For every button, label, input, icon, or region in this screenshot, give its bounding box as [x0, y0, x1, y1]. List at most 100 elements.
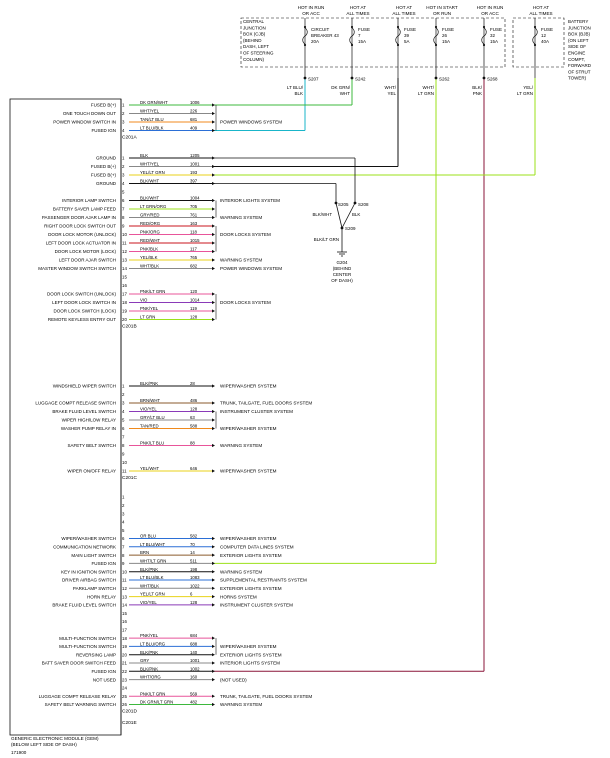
wire-color-label: LT BLU/ORG [140, 642, 166, 647]
wire-color-label: YEL [387, 91, 396, 96]
terminal-icon [482, 43, 486, 47]
wire-color-label: WHT/ORG [140, 675, 161, 680]
destination-system: SUPPLEMENTAL RESTRAINTS SYSTEM [220, 578, 307, 583]
pin-number: 3 [122, 511, 125, 516]
destination-system: WARNING SYSTEM [220, 569, 262, 574]
circuit-number: 761 [190, 213, 198, 218]
pin-label: BRAKE FLUID LEVEL SWITCH [52, 603, 116, 608]
pin-row: 9 [122, 452, 125, 457]
wire-color-label: BLK/LT GRN [314, 237, 339, 242]
destination-system: WIPER/WASHER SYSTEM [220, 426, 277, 431]
pin-number: 3 [122, 401, 125, 406]
fuse-label: 12 [541, 33, 547, 38]
terminal-icon [350, 43, 354, 47]
arrow-icon [212, 426, 215, 431]
circuit-number: 88 [190, 441, 195, 446]
pin-label: REVERSING LAMP [76, 652, 116, 657]
pin-number: 4 [122, 409, 125, 414]
arrow-icon [212, 661, 215, 665]
arrow-icon [212, 111, 215, 116]
wire-color-label: BLK/PNK [140, 567, 158, 572]
fuse-icon [395, 27, 401, 45]
pin-number: 13 [122, 594, 127, 599]
splice-label: S268 [487, 77, 498, 82]
fuse-label: 15A [358, 39, 366, 44]
wire-color-label: YEL/LT GRN [140, 592, 165, 597]
arrow-icon [212, 309, 215, 313]
circuit-number: 1205 [190, 153, 200, 158]
terminal-icon [434, 43, 438, 47]
circuit-number: 117 [190, 247, 197, 252]
arrow-icon [212, 300, 215, 305]
terminal-icon [434, 25, 438, 29]
pin-label: GROUND [96, 156, 117, 161]
pin-label: DRIVER AIRBAG SWITCH [62, 578, 116, 583]
arrow-icon [212, 418, 215, 422]
ground-point-label: OF DASH) [331, 278, 353, 283]
pin-number: 1 [122, 384, 125, 389]
pin-label: LUGGAGE COMPT RELEASE RELAY [39, 694, 116, 699]
cjb-caption: (BEHIND [243, 38, 262, 43]
circuit-number: 582 [190, 534, 198, 539]
pin-number: 17 [122, 292, 127, 297]
pin-row: 1 [122, 495, 125, 500]
pin-label: RIGHT DOOR LOCK SWITCH OUT [44, 224, 116, 229]
terminal-icon [396, 25, 400, 29]
terminal-icon [350, 25, 354, 29]
circuit-number: 588 [190, 424, 198, 429]
hot-label: OR ACC [481, 11, 499, 16]
arrow-icon [212, 694, 215, 698]
pin-number: 21 [122, 661, 127, 666]
pin-label: FUSED IGN [91, 669, 116, 674]
circuit-number: 569 [190, 691, 198, 696]
pin-number: 20 [122, 652, 127, 657]
arrow-icon [212, 536, 215, 541]
wire-color-label: PNK/LT GRN [140, 289, 165, 294]
pin-row: 15 [122, 275, 127, 280]
pin-number: 19 [122, 309, 127, 314]
circuit-number: 226 [190, 109, 198, 114]
pin-number: 9 [122, 224, 125, 229]
wire-color-label: RED/WHT [140, 238, 160, 243]
bjb-caption: SIDE OF [568, 44, 586, 49]
destination-system: WIPER/WASHER SYSTEM [220, 469, 277, 474]
circuit-number: 1004 [190, 196, 200, 201]
pin-number: 26 [122, 702, 127, 707]
circuit-number: 128 [190, 407, 198, 412]
terminal-icon [303, 43, 307, 47]
pin-label: DOOR LOCK MOTOR (UNLOCK) [48, 232, 116, 237]
fuse-label: FUSE [442, 27, 454, 32]
destination-system: POWER WINDOWS SYSTEM [220, 266, 282, 271]
fuse-icon [481, 27, 487, 45]
wire-color-label: YEL/LT GRN [140, 170, 165, 175]
pin-number: 14 [122, 266, 127, 271]
pin-label: FUSED B(+) [91, 164, 117, 169]
circuit-number: 119 [190, 306, 197, 311]
connector-name: C201C [122, 475, 137, 481]
wire-color-label: VIO/YEL [140, 600, 157, 605]
hot-label: HOT AT [396, 5, 412, 10]
wire-color-label: WHT/ [423, 85, 435, 90]
wire-color-label: LT GRN/ORG [140, 204, 167, 209]
wire-color-label: BLK/WHT [312, 212, 332, 217]
splice-label: S208 [358, 202, 369, 207]
pin-row: 16 [122, 283, 127, 288]
pin-label: BRAKE FLUID LEVEL SWITCH [52, 409, 116, 414]
pin-number: 10 [122, 460, 127, 465]
splice-dot [482, 76, 486, 80]
hot-label: HOT AT [350, 5, 366, 10]
splice-dot [434, 76, 438, 80]
ground-wire [335, 202, 343, 229]
circuit-number: 397 [190, 179, 198, 184]
pin-label: WIPER HIGH/LOW RELAY [62, 418, 116, 423]
destination-system: EXTERIOR LIGHTS SYSTEM [220, 652, 282, 657]
